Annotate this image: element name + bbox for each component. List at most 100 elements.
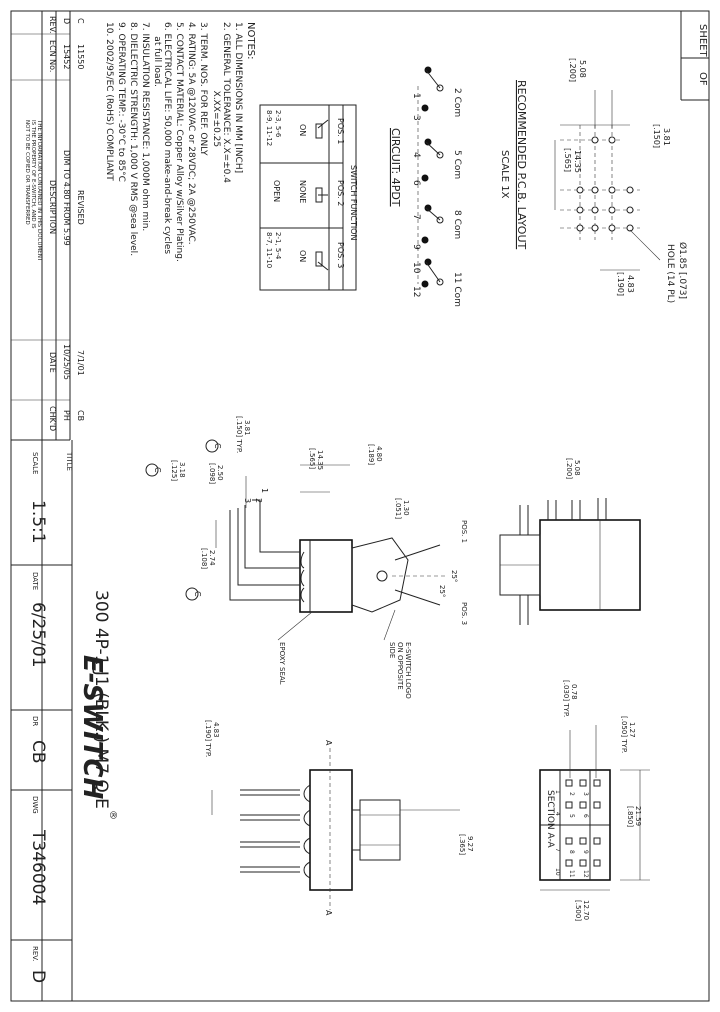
dim-text: 3.18 — [178, 462, 186, 478]
ecn-cell: 15452 — [62, 44, 71, 69]
connect-cell: 8-7, 11-10 — [265, 232, 273, 268]
date-value: 6/25/01 — [28, 602, 48, 668]
registered-mark: ® — [107, 810, 118, 820]
note-line: at full load. — [152, 22, 162, 87]
contact-number: 4 — [554, 812, 561, 816]
angle-label: 25° — [450, 570, 458, 582]
proprietary-note: NOT TO BE COPIED OR TRANSFERRED — [24, 120, 30, 225]
pos-header: POS. 2 — [336, 180, 345, 206]
pcb-scale: SCALE 1X — [499, 150, 510, 199]
front-lever — [359, 799, 401, 861]
logo-note: SIDE — [388, 642, 396, 658]
note-line: 10. 2002/95/EC (RoHS) COMPLIANT — [104, 22, 114, 181]
e-switch-logo: E-SWITCH — [77, 655, 107, 799]
title-label: TITLE — [65, 451, 73, 471]
terminal-label: 12 — [411, 286, 421, 297]
date-cell: 7/1/01 — [76, 350, 85, 376]
contact-number: 10 — [554, 868, 561, 876]
date-label: DATE — [31, 572, 39, 590]
dim-text: 12.70 — [582, 900, 590, 920]
rev-label: REV. — [31, 946, 39, 961]
dim-text: 1.30 — [402, 500, 410, 516]
contact-number: 5 — [568, 814, 575, 818]
pos3-label: POS. 3 — [460, 602, 468, 625]
body-top-view — [499, 498, 641, 625]
dim-text: [.050] TYP. — [620, 716, 628, 753]
terminal-pin — [244, 505, 300, 569]
chkd-header: CHK'D — [48, 406, 57, 431]
dim-text: [.850] — [626, 806, 634, 827]
description-header: DESCRIPTION — [48, 180, 57, 234]
logo-note: ON OPPOSITE — [396, 642, 404, 690]
critical-dim-marker — [185, 587, 199, 601]
connect-cell: 8-9, 11-12 — [265, 110, 273, 146]
rev-cell: D — [62, 18, 71, 24]
rev-value: D — [28, 970, 48, 983]
terminal-pin — [237, 508, 300, 586]
lever-pos2-icon — [315, 187, 328, 203]
dim-text: 4.80 — [375, 446, 383, 462]
pin-number: 2 — [254, 498, 263, 503]
pin-number: 3 — [243, 498, 252, 503]
contact-number: 9 — [582, 850, 589, 854]
pcb-layout: RECOMMENDED P.C.B. LAYOUT SCALE 1X 5.08 … — [499, 58, 688, 303]
dr-value: CB — [28, 740, 48, 764]
dim-text: [.108] — [200, 548, 208, 569]
dim-text: [.189] — [367, 444, 375, 465]
dim-text: [.365] — [458, 834, 466, 855]
revision-table: REV. ECN No. DESCRIPTION DATE CHK'D D 15… — [11, 11, 85, 441]
description-cell: DIM TO 4.80 FROM 5.99 — [62, 150, 71, 246]
terminal-label: 6 — [411, 180, 421, 186]
dim-text: 21.59 — [634, 806, 642, 826]
hole-count: HOLE (14 PL) — [665, 244, 675, 303]
logo-note: E-SWITCH LOGO — [404, 642, 412, 699]
com-label: 11 Com — [452, 272, 462, 307]
c-label: C — [193, 591, 202, 597]
contact-number: 7 — [554, 848, 561, 852]
dr-label: DR — [31, 716, 39, 726]
note-line: 1. ALL DIMENSIONS IN MM [INCH] — [233, 22, 243, 173]
hole — [591, 136, 616, 144]
sheet-of-box: SHEET OF — [680, 11, 709, 101]
pcb-dim: [.200] — [568, 58, 577, 82]
com-label: 5 Com — [452, 150, 462, 179]
note-line: 9. OPERATING TEMP.: -30°C to 85°C — [116, 22, 126, 182]
section-title: SECTION A-A — [545, 790, 555, 849]
note-line: 8. DIELECTRIC STRENGTH: 1,000 V RMS @sea… — [128, 22, 138, 256]
c-label: C — [153, 467, 162, 473]
epoxy-seal-label: EPOXY SEAL — [278, 642, 286, 685]
pcb-dim: [.190] — [616, 272, 625, 296]
proprietary-note: THE INFORMATION CONTAINED IN THIS DOCUME… — [36, 119, 42, 262]
circuit-diagram: CIRCUIT: 4PDT 2 Com 5 Com 8 Com 11 Com 1… — [389, 66, 462, 307]
angle-label: 25° — [438, 585, 446, 597]
dwg-label: DWG — [31, 796, 39, 814]
notes-block: NOTES: 1. ALL DIMENSIONS IN MM [INCH] 2.… — [104, 22, 256, 262]
note-line: X.XX=±0.25 — [211, 22, 221, 147]
section-marker: A — [324, 910, 333, 916]
state-cell: NONE — [298, 180, 307, 203]
critical-dim-marker — [205, 439, 219, 453]
dwg-value: T346004 — [28, 829, 48, 905]
terminal-label: 1 — [411, 93, 421, 99]
circuit-title: CIRCUIT: 4PDT — [389, 128, 402, 207]
dim-text: [.051] — [394, 498, 402, 519]
pcb-dim: [.565] — [563, 148, 572, 172]
open-cell: OPEN — [272, 180, 281, 202]
section-marker: A — [324, 740, 333, 746]
dim-text: 14.35 — [316, 450, 324, 470]
terminal-label: 9 — [411, 244, 421, 250]
terminal-label: 7 — [411, 214, 421, 220]
dim-text: [.200] — [565, 458, 573, 479]
chkd-cell: CB — [76, 410, 85, 421]
c-label: C — [213, 443, 222, 449]
contact-grid — [565, 779, 601, 867]
scale-value: 1.5:1 — [28, 500, 48, 544]
of-label: OF — [697, 72, 708, 86]
dim-text: [.125] — [170, 460, 178, 481]
dim-text: [.190] TYP. — [204, 720, 212, 757]
circuit-contacts — [417, 66, 444, 288]
dim-text: 2.50 — [216, 465, 224, 481]
contact-number: 1 — [554, 790, 561, 794]
critical-dim-marker — [145, 463, 159, 477]
